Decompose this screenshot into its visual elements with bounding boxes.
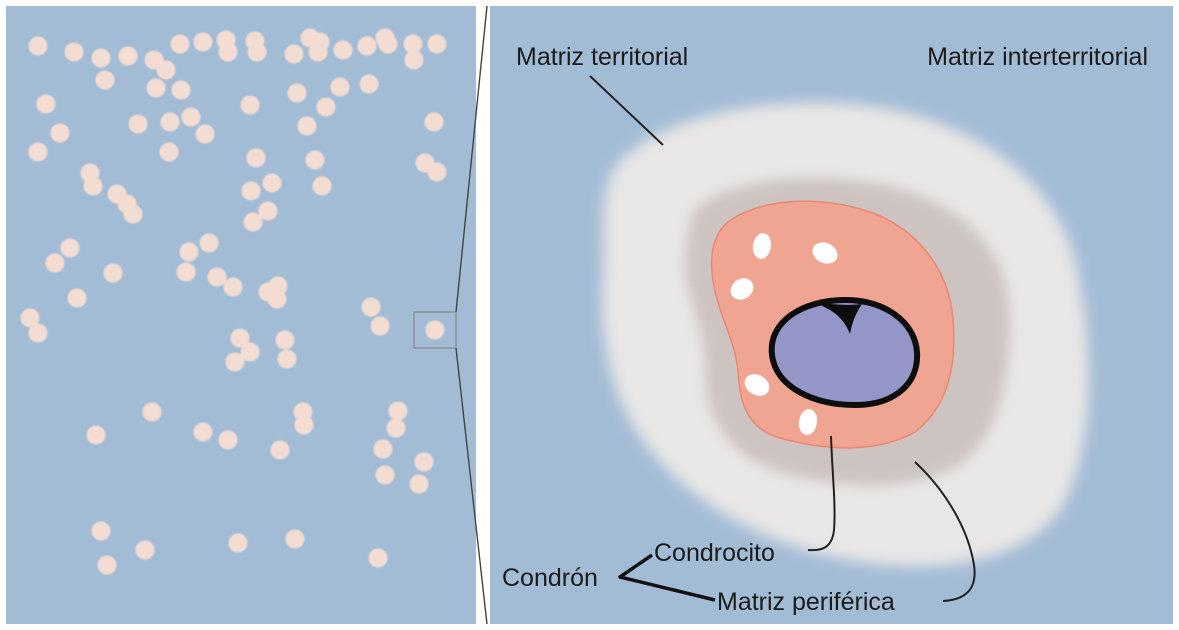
cell-dot bbox=[226, 353, 245, 372]
cell-dot bbox=[65, 43, 84, 62]
cell-dot bbox=[241, 96, 260, 115]
cell-dot bbox=[410, 475, 429, 494]
cell-dot bbox=[271, 441, 290, 460]
cell-dot bbox=[68, 289, 87, 308]
cell-dot bbox=[285, 45, 304, 64]
cell-dot bbox=[194, 33, 213, 52]
cell-dot bbox=[219, 431, 238, 450]
cell-dot bbox=[84, 177, 103, 196]
cell-dot bbox=[29, 324, 48, 343]
cell-dot bbox=[180, 243, 199, 262]
cell-dot bbox=[124, 205, 143, 224]
cell-dot bbox=[278, 350, 297, 369]
cell-dot bbox=[268, 290, 287, 309]
cell-dot bbox=[425, 113, 444, 132]
panel-divider bbox=[477, 0, 489, 630]
cell-dot bbox=[360, 75, 379, 94]
cell-dot bbox=[358, 37, 377, 56]
cell-dot bbox=[415, 453, 434, 472]
cell-dot bbox=[143, 403, 162, 422]
label-matriz-territorial: Matriz territorial bbox=[516, 43, 688, 71]
cell-dot bbox=[87, 426, 106, 445]
cell-dot bbox=[306, 151, 325, 170]
cell-dot bbox=[136, 541, 155, 560]
cell-dot bbox=[259, 202, 278, 221]
cell-dot bbox=[242, 182, 261, 201]
cell-dot bbox=[219, 43, 238, 62]
cell-dot bbox=[92, 49, 111, 68]
cell-dot bbox=[98, 556, 117, 575]
cell-dot bbox=[51, 124, 70, 143]
cell-dot bbox=[161, 113, 180, 132]
cell-dot bbox=[428, 35, 447, 54]
cell-dot bbox=[263, 174, 282, 193]
cell-dot bbox=[248, 43, 267, 62]
tissue-background bbox=[6, 6, 476, 624]
cell-dot bbox=[196, 125, 215, 144]
cell-dot bbox=[379, 35, 398, 54]
cell-dot bbox=[96, 71, 115, 90]
label-condrocito: Condrocito bbox=[654, 539, 775, 567]
cell-dot bbox=[428, 163, 447, 182]
cell-dot bbox=[247, 149, 266, 168]
cell-dot bbox=[334, 41, 353, 60]
cell-dot bbox=[177, 263, 196, 282]
cell-dot bbox=[405, 51, 424, 70]
cell-dot bbox=[119, 47, 138, 66]
cell-dot bbox=[92, 522, 111, 541]
cell-dot bbox=[208, 268, 227, 287]
cell-dot bbox=[194, 423, 213, 442]
cell-dot bbox=[309, 43, 328, 62]
cell-dot bbox=[157, 61, 176, 80]
cell-dot bbox=[376, 466, 395, 485]
cell-dot bbox=[426, 321, 445, 340]
cell-dot bbox=[200, 234, 219, 253]
cell-dot bbox=[371, 317, 390, 336]
cell-dot bbox=[295, 416, 314, 435]
chondron-detail-panel: Matriz territorial Matriz interterritori… bbox=[490, 6, 1173, 624]
cell-dot bbox=[298, 117, 317, 136]
cell-dot bbox=[362, 298, 381, 317]
cell-dot bbox=[224, 278, 243, 297]
cell-dot bbox=[331, 78, 350, 97]
cell-dot bbox=[160, 143, 179, 162]
cell-dot bbox=[313, 177, 332, 196]
tissue-overview-panel bbox=[6, 6, 476, 624]
label-matriz-periferica: Matriz periférica bbox=[717, 588, 895, 616]
label-matriz-interterritorial: Matriz interterritorial bbox=[927, 43, 1148, 71]
cell-dot bbox=[374, 440, 393, 459]
cell-dot bbox=[61, 239, 80, 258]
cell-dot bbox=[29, 143, 48, 162]
cell-dot bbox=[387, 419, 406, 438]
cell-dot bbox=[129, 115, 148, 134]
cell-dot bbox=[182, 108, 201, 127]
cell-dot bbox=[104, 264, 123, 283]
cell-dot bbox=[29, 37, 48, 56]
cell-dot bbox=[46, 254, 65, 273]
cell-dot bbox=[389, 402, 408, 421]
label-condron: Condrón bbox=[502, 564, 598, 592]
cell-dot bbox=[229, 534, 248, 553]
cell-dot bbox=[171, 35, 190, 54]
cell-dot bbox=[276, 331, 295, 350]
cell-dot bbox=[286, 530, 305, 549]
cell-dot bbox=[317, 98, 336, 117]
cell-dot bbox=[147, 79, 166, 98]
cell-dot bbox=[288, 84, 307, 103]
cell-dot bbox=[369, 549, 388, 568]
cell-dot bbox=[37, 95, 56, 114]
cell-dot bbox=[172, 81, 191, 100]
